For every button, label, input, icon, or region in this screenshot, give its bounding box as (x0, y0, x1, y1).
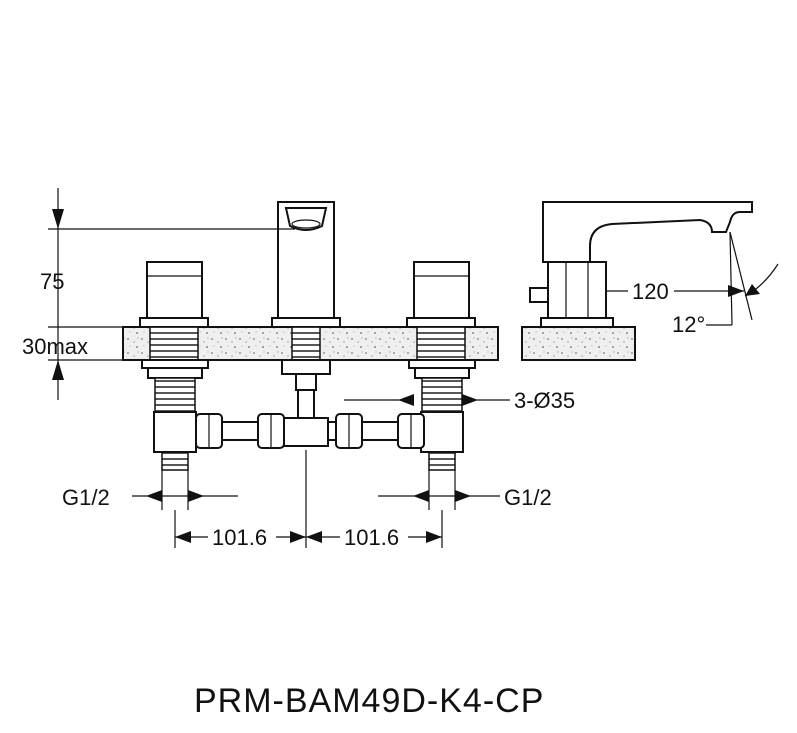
label-deck-thickness: 30max (22, 334, 88, 359)
left-handle (139, 261, 209, 471)
label-hole-spec: 3-Ø35 (514, 388, 575, 413)
label-thread-right: G1/2 (504, 485, 552, 510)
label-center-left: 101.6 (212, 525, 267, 550)
label-spout-reach: 120 (632, 279, 669, 304)
side-deck-slab (521, 326, 636, 361)
connecting-pipes (195, 389, 425, 449)
right-handle (406, 261, 476, 471)
height-dimension (48, 188, 295, 400)
model-number: PRM-BAM49D-K4-CP (194, 682, 544, 720)
label-spout-angle: 12° (672, 312, 705, 337)
side-view: 120 12° (521, 201, 779, 361)
label-thread-left: G1/2 (62, 485, 110, 510)
hole-leader (344, 394, 510, 406)
front-view: 75 30max 3-Ø35 G1/2 G1/2 (22, 188, 575, 550)
label-center-right: 101.6 (344, 525, 399, 550)
spout-front (271, 201, 341, 391)
thread-dimensions (132, 470, 500, 510)
spout-side (542, 201, 753, 263)
label-height: 75 (40, 269, 64, 294)
